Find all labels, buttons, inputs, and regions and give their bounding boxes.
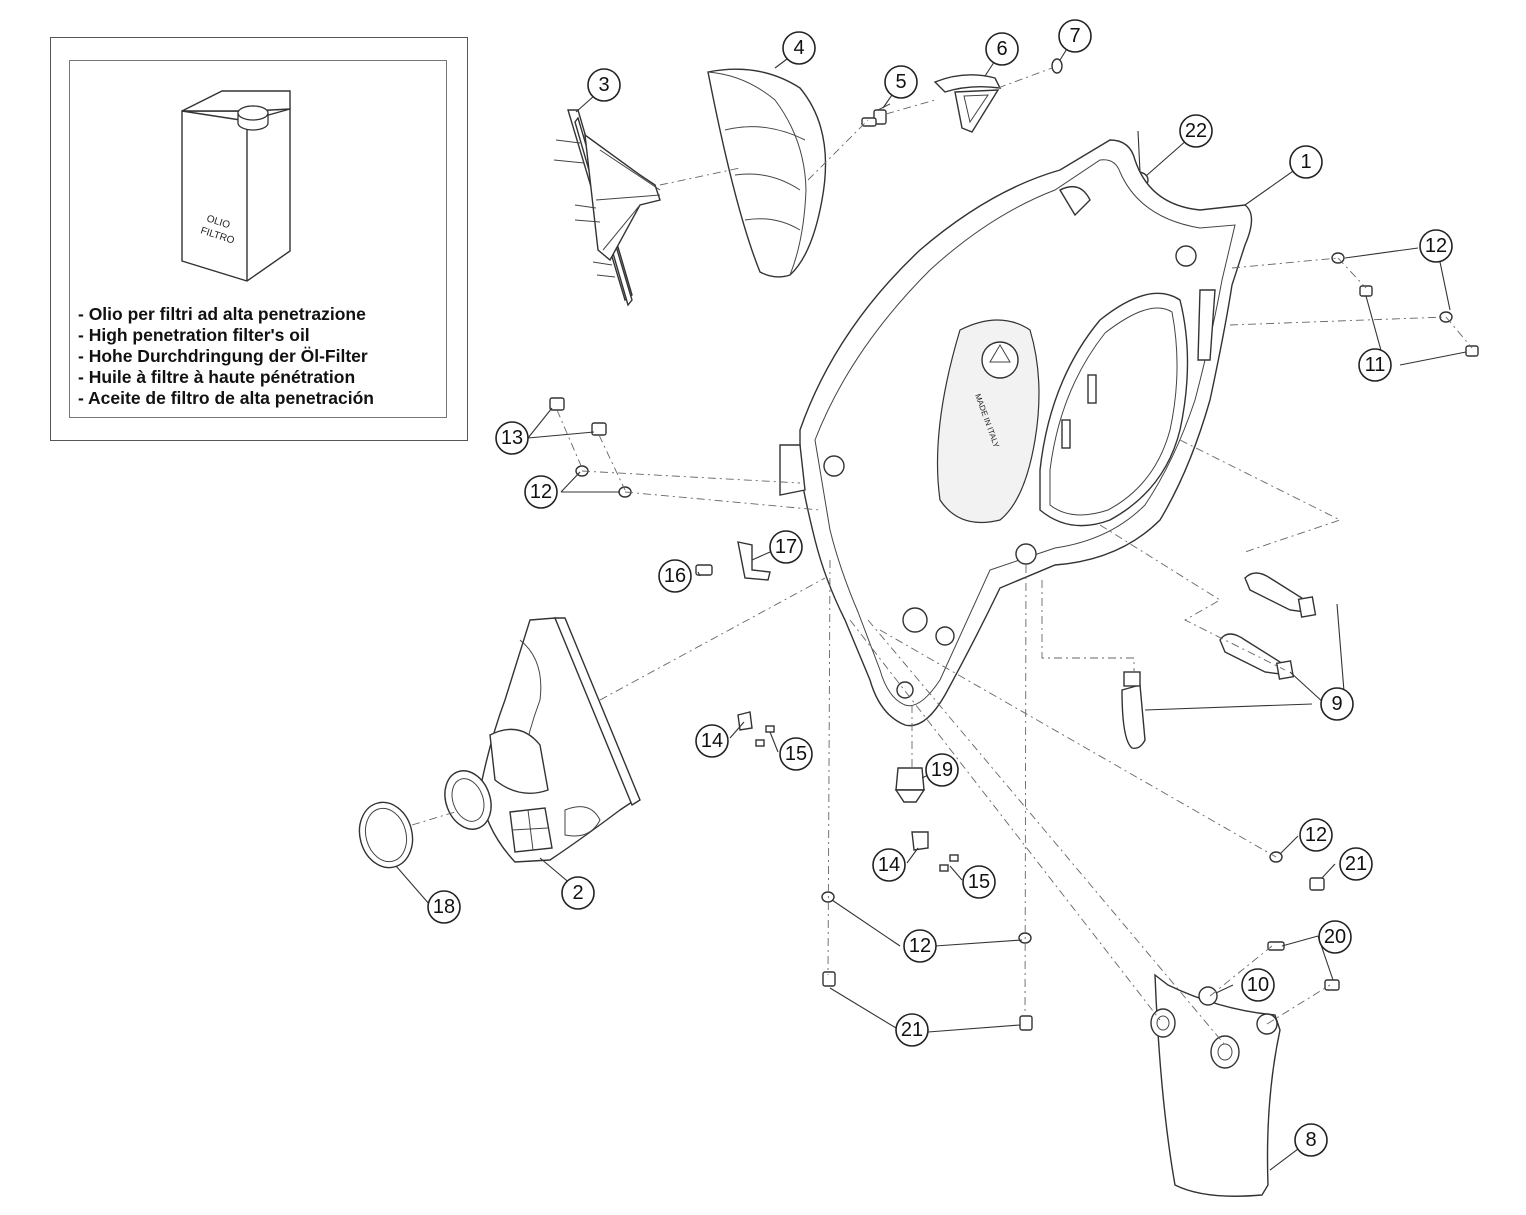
callout-13: 13 xyxy=(495,421,529,455)
callout-8: 8 xyxy=(1294,1123,1328,1157)
callout-14-b: 14 xyxy=(872,848,906,882)
callout-12-c: 12 xyxy=(1299,818,1333,852)
svg-text:2: 2 xyxy=(572,882,583,904)
svg-text:3: 3 xyxy=(598,74,609,96)
callout-15-b: 15 xyxy=(962,865,996,899)
callout-12-b: 12 xyxy=(524,475,558,509)
legend-line-italian: - Olio per filtri ad alta penetrazione xyxy=(78,304,366,324)
oil-can-icon: OLIO FILTRO xyxy=(181,90,291,282)
mud-guard-part xyxy=(1150,973,1281,1197)
svg-text:15: 15 xyxy=(968,871,990,893)
svg-text:20: 20 xyxy=(1324,926,1346,948)
foam-filter-part xyxy=(707,68,827,278)
svg-text:12: 12 xyxy=(909,935,931,957)
legend-inner-frame: OLIO FILTRO - Olio per filtri ad alta pe… xyxy=(69,60,447,418)
callout-17: 17 xyxy=(769,530,803,564)
callout-9: 9 xyxy=(1320,687,1354,721)
svg-text:1: 1 xyxy=(1300,151,1311,173)
callout-12-a: 12 xyxy=(1419,229,1453,263)
legend-line-french: - Huile à filtre à haute pénétration xyxy=(78,367,356,387)
svg-text:5: 5 xyxy=(895,71,906,93)
callout-21-b: 21 xyxy=(895,1013,929,1047)
svg-text:16: 16 xyxy=(664,565,686,587)
callout-22: 22 xyxy=(1179,114,1213,148)
svg-text:15: 15 xyxy=(785,743,807,765)
svg-text:13: 13 xyxy=(501,427,523,449)
callout-leader-lines xyxy=(395,35,1467,1171)
callout-7: 7 xyxy=(1058,19,1092,53)
filter-screw-part xyxy=(861,103,891,127)
callout-3: 3 xyxy=(587,68,621,102)
washer-part-7 xyxy=(1051,58,1063,74)
callout-10: 10 xyxy=(1241,968,1275,1002)
callout-balloons: 1 2 3 4 5 6 7 8 9 10 11 12 13 12 16 17 1… xyxy=(427,19,1453,1157)
callout-6: 6 xyxy=(985,32,1019,66)
callout-2: 2 xyxy=(561,876,595,910)
svg-text:18: 18 xyxy=(433,896,455,918)
svg-text:7: 7 xyxy=(1069,25,1080,47)
svg-text:17: 17 xyxy=(775,536,797,558)
callout-11: 11 xyxy=(1358,348,1392,382)
legend-box: OLIO FILTRO - Olio per filtri ad alta pe… xyxy=(50,37,468,441)
legend-line-english: - High penetration filter's oil xyxy=(78,325,310,345)
callout-20: 20 xyxy=(1318,920,1352,954)
callout-1: 1 xyxy=(1289,145,1323,179)
callout-16: 16 xyxy=(658,559,692,593)
callout-4: 4 xyxy=(782,31,816,65)
svg-text:12: 12 xyxy=(1425,235,1447,257)
assembly-axis-lines xyxy=(411,67,1473,1046)
svg-text:14: 14 xyxy=(878,854,900,876)
intake-boot-part xyxy=(444,617,641,863)
svg-text:22: 22 xyxy=(1185,120,1207,142)
callout-15-a: 15 xyxy=(779,737,813,771)
airbox-housing-part: MADE IN ITALY xyxy=(779,139,1253,727)
svg-text:10: 10 xyxy=(1247,974,1269,996)
svg-text:12: 12 xyxy=(1305,824,1327,846)
callout-5: 5 xyxy=(884,65,918,99)
rubber-strap-parts xyxy=(1121,572,1317,750)
legend-text-list: - Olio per filtri ad alta penetrazione -… xyxy=(78,304,374,409)
svg-text:14: 14 xyxy=(701,730,723,752)
filter-clip-part xyxy=(933,74,1002,133)
svg-text:11: 11 xyxy=(1365,354,1386,376)
callout-19: 19 xyxy=(925,753,959,787)
svg-text:4: 4 xyxy=(793,37,804,59)
svg-text:21: 21 xyxy=(901,1019,923,1041)
svg-text:6: 6 xyxy=(996,38,1007,60)
callout-14-a: 14 xyxy=(695,724,729,758)
legend-line-german: - Hohe Durchdringung der Öl-Filter xyxy=(78,346,368,366)
svg-text:9: 9 xyxy=(1331,693,1342,715)
hose-clamp-part xyxy=(358,801,414,869)
callout-12-d: 12 xyxy=(903,929,937,963)
svg-text:19: 19 xyxy=(931,759,953,781)
legend-line-spanish: - Aceite de filtro de alta penetración xyxy=(78,388,374,408)
callout-21-a: 21 xyxy=(1339,847,1373,881)
svg-text:12: 12 xyxy=(530,481,552,503)
svg-text:21: 21 xyxy=(1345,853,1367,875)
filter-cage-part xyxy=(553,109,661,307)
callout-18: 18 xyxy=(427,890,461,924)
svg-text:8: 8 xyxy=(1305,1129,1316,1151)
